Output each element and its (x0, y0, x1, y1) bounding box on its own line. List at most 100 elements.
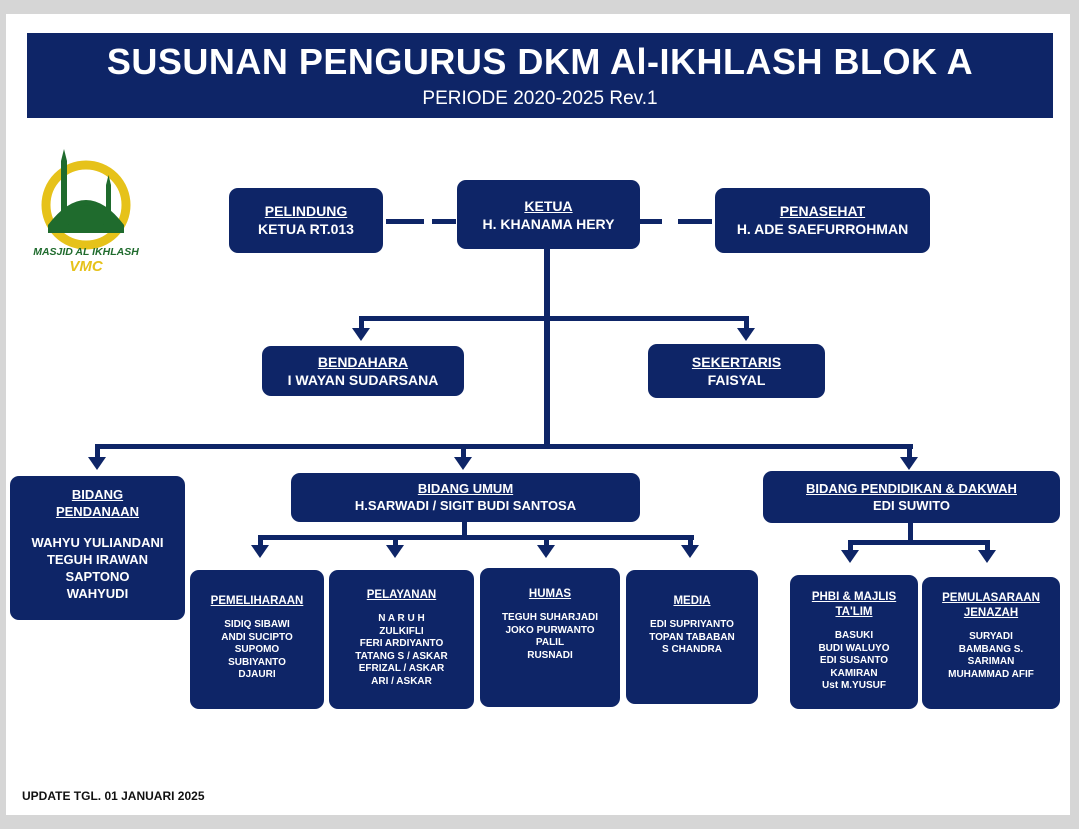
connector-line (985, 540, 990, 552)
member: ANDI SUCIPTO (221, 631, 293, 643)
connector-line (744, 316, 749, 330)
member: RUSNADI (527, 649, 573, 661)
connector-line (393, 535, 398, 547)
arrow-icon (681, 545, 699, 558)
arrow-icon (88, 457, 106, 470)
connector-dash (432, 219, 456, 224)
member: TEGUH IRAWAN (46, 552, 149, 567)
member: KAMIRAN (830, 667, 878, 679)
box-ketua: KETUA H. KHANAMA HERY (457, 180, 640, 249)
connector-line (544, 249, 550, 449)
box-heading: BIDANG (71, 487, 124, 502)
box-pelindung: PELINDUNG KETUA RT.013 (229, 188, 383, 253)
box-heading: BENDAHARA (317, 354, 409, 370)
box-humas: HUMAS TEGUH SUHARJADI JOKO PURWANTO PALI… (480, 568, 620, 707)
member: ZULKIFLI (379, 625, 424, 637)
box-heading: SEKERTARIS (691, 354, 782, 370)
box-name: H.SARWADI / SIGIT BUDI SANTOSA (354, 498, 577, 513)
connector-line (908, 523, 913, 542)
connector-line (359, 316, 364, 330)
member: SUBIYANTO (228, 656, 286, 668)
member: WAHYUDI (66, 586, 129, 601)
connector-dash (678, 219, 712, 224)
arrow-icon (978, 550, 996, 563)
connector-line (95, 444, 913, 449)
member: EDI SUSANTO (819, 655, 889, 666)
box-heading: PENASEHAT (779, 203, 866, 219)
member: TOPAN TABABAN (649, 631, 735, 643)
member: EFRIZAL / ASKAR (358, 663, 445, 674)
connector-line (258, 535, 694, 540)
box-bidang-umum: BIDANG UMUM H.SARWADI / SIGIT BUDI SANTO… (291, 473, 640, 522)
box-pelayanan: PELAYANAN N A R U H ZULKIFLI FERI ARDIYA… (329, 570, 474, 709)
arrow-icon (841, 550, 859, 563)
member: SAPTONO (65, 569, 130, 584)
box-heading: PELINDUNG (264, 203, 348, 219)
member: SIDIQ SIBAWI (224, 619, 290, 630)
arrow-icon (251, 545, 269, 558)
box-bendahara: BENDAHARA I WAYAN SUDARSANA (262, 346, 464, 396)
connector-line (544, 535, 549, 547)
logo-subtext: VMC (69, 258, 104, 275)
box-media: MEDIA EDI SUPRIYANTO TOPAN TABABAN S CHA… (626, 570, 758, 704)
box-heading: HUMAS (528, 588, 572, 600)
member: FERI ARDIYANTO (359, 638, 444, 649)
connector-line (848, 540, 853, 552)
member: Ust M.YUSUF (822, 680, 886, 691)
box-name: KETUA RT.013 (258, 221, 354, 237)
member: TEGUH SUHARJADI (501, 612, 599, 623)
box-heading: BIDANG UMUM (417, 481, 514, 496)
box-pemulasaraan-jenazah: PEMULASARAAN JENAZAH SURYADI BAMBANG S. … (922, 577, 1060, 709)
box-name: I WAYAN SUDARSANA (287, 372, 439, 388)
member: BUDI WALUYO (818, 642, 890, 654)
member: ARI / ASKAR (371, 675, 432, 687)
box-heading: PENDANAAN (55, 504, 140, 519)
box-penasehat: PENASEHAT H. ADE SAEFURROHMAN (715, 188, 930, 253)
box-heading: PEMELIHARAAN (210, 595, 304, 607)
box-heading: BIDANG PENDIDIKAN & DAKWAH (806, 481, 1017, 496)
title-banner: SUSUNAN PENGURUS DKM Al-IKHLASH BLOK A P… (27, 33, 1053, 118)
member: WAHYU YULIANDANI (31, 535, 164, 550)
member: PALIL (535, 637, 565, 648)
box-name: H. KHANAMA HERY (482, 216, 615, 232)
box-heading: KETUA (524, 198, 573, 214)
connector-line (688, 535, 693, 547)
box-phbi-majlis-talim: PHBI & MAJLIS TA'LIM BASUKI BUDI WALUYO … (790, 575, 918, 709)
box-sekertaris: SEKERTARIS FAISYAL (648, 344, 825, 398)
arrow-icon (352, 328, 370, 341)
member: N A R U H (378, 613, 425, 624)
box-heading: PELAYANAN (366, 589, 437, 601)
box-name: H. ADE SAEFURROHMAN (736, 221, 909, 237)
box-heading: PEMULASARAAN (942, 592, 1040, 604)
box-heading: JENAZAH (963, 607, 1019, 619)
member: BASUKI (834, 630, 874, 641)
member: EDI SUPRIYANTO (650, 619, 734, 630)
connector-dash (386, 219, 424, 224)
connector-line (848, 540, 990, 545)
arrow-icon (386, 545, 404, 558)
connector-line (461, 444, 466, 458)
box-heading: MEDIA (673, 595, 711, 607)
arrow-icon (737, 328, 755, 341)
member: BAMBANG S. (958, 643, 1024, 655)
member: TATANG S / ASKAR (355, 650, 448, 662)
member: SURYADI (969, 631, 1013, 642)
member: MUHAMMAD AFIF (948, 668, 1034, 680)
box-name: FAISYAL (707, 372, 766, 388)
connector-line (462, 521, 467, 537)
box-heading: TA'LIM (835, 606, 873, 618)
connector-line (95, 444, 100, 458)
update-date: UPDATE TGL. 01 JANUARI 2025 (22, 789, 205, 803)
mosque-icon: MASJID AL IKHLASH VMC (33, 149, 139, 275)
member: SUPOMO (234, 644, 280, 655)
logo-text: MASJID AL IKHLASH (33, 246, 139, 258)
connector-line (360, 316, 748, 321)
page-title: SUSUNAN PENGURUS DKM Al-IKHLASH BLOK A (106, 41, 974, 82)
box-name: EDI SUWITO (872, 498, 951, 513)
box-bidang-pendanaan: BIDANG PENDANAAN WAHYU YULIANDANI TEGUH … (10, 476, 185, 620)
connector-line (907, 444, 912, 458)
connector-dash (640, 219, 662, 224)
member: SARIMAN (967, 656, 1015, 667)
page-subtitle: PERIODE 2020-2025 Rev.1 (422, 88, 658, 109)
box-bidang-pendidikan: BIDANG PENDIDIKAN & DAKWAH EDI SUWITO (763, 471, 1060, 523)
